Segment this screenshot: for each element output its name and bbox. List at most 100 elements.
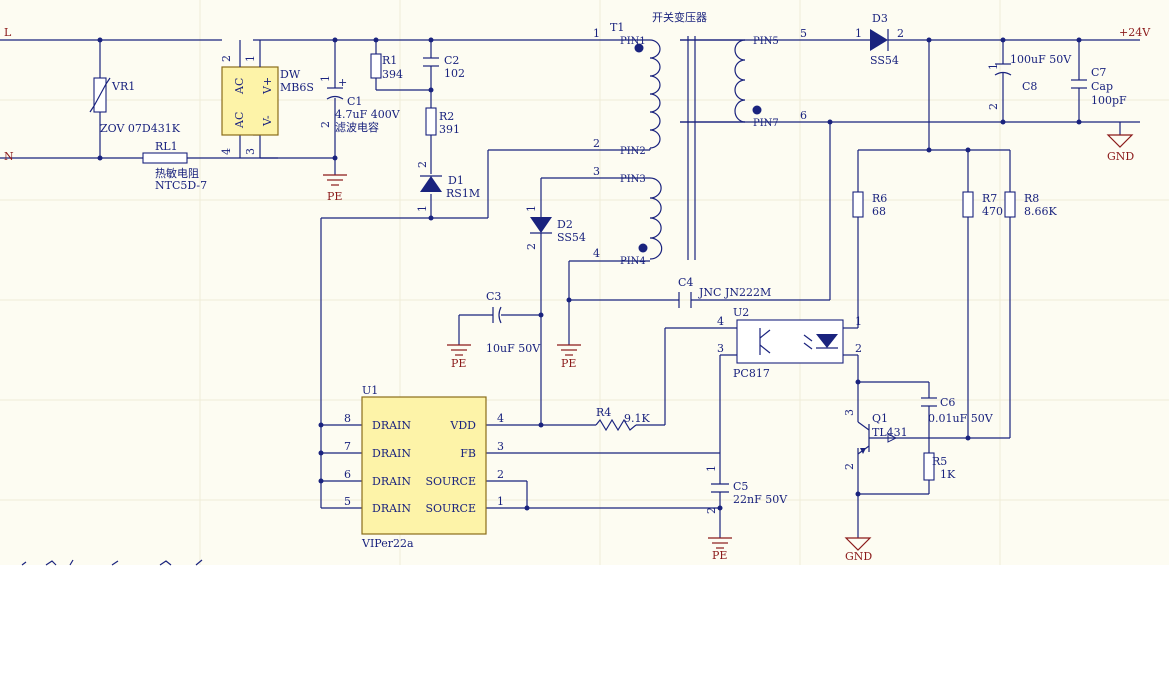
capacitor-c5[interactable]: 1 2 C5 22nF 50V [705,465,788,514]
u2-ref: U2 [733,306,749,319]
r2-value: 391 [439,123,460,136]
bridge-pin-3: 3 [244,148,257,155]
r6-ref: R6 [872,192,887,205]
bridge-ac1: AC [233,78,246,95]
r7-ref: R7 [982,192,997,205]
bridge-vplus: V+ [261,77,274,95]
t1-pin4: PIN4 [620,256,646,267]
resistor-r1[interactable]: R1 394 [370,53,403,81]
vr1-ref: VR1 [111,80,135,93]
net-label-24v: +24V [1119,26,1151,39]
diode-d1[interactable]: 2 1 D1 RS1M [416,161,480,212]
resistor-r5[interactable]: R5 1K [923,452,956,481]
capacitor-c8[interactable]: 1 2 100uF 50V C8 [987,53,1072,110]
bridge-pin-1: 1 [244,55,257,62]
t1-num-1: 1 [593,27,600,40]
d3-pin-2: 2 [897,27,904,40]
blank-area [0,565,1169,695]
t1-pin2: PIN2 [620,146,646,157]
resistor-r7[interactable]: R7 470 [962,191,1003,218]
c1-value: 4.7uF 400V [335,108,401,121]
u1-right-2: FB [460,447,476,460]
q1-part: TL431 [872,426,908,439]
u1-left-4: DRAIN [372,502,411,515]
r4-value: 9.1K [624,412,650,425]
d2-ref: D2 [557,218,573,231]
u1-lpin-3: 6 [344,468,351,481]
c1-pin-1: 1 [319,75,332,82]
ic-u1[interactable]: U1 VIPer22a DRAIN DRAIN DRAIN DRAIN VDD … [344,384,504,550]
r1-value: 394 [382,68,403,81]
u1-left-1: DRAIN [372,419,411,432]
t1-pin7: PIN7 [753,118,779,129]
c8-pin-2: 2 [987,103,1000,110]
bridge-ref: DW [280,68,301,81]
resistor-r4[interactable]: R4 9.1K [595,406,650,432]
varistor-vr1[interactable]: VR1 ZOV 07D431K [89,77,181,135]
bridge-rectifier-dw[interactable]: 2 1 4 3 AC AC V+ V- DW MB6S [220,40,314,155]
capacitor-c2[interactable]: C2 102 [423,54,465,80]
net-label-l: L [4,26,12,39]
capacitor-c6[interactable]: C6 0.01uF 50V [921,396,994,425]
d2-value: SS54 [557,231,586,244]
r6-value: 68 [872,205,886,218]
t1-pin1: PIN1 [620,36,646,47]
capacitor-c3[interactable]: C3 10uF 50V [486,290,541,355]
sheet-grid [0,0,1169,565]
thermistor-rl1[interactable]: RL1 热敏电阻 NTC5D-7 [142,140,207,192]
c1-pin-2: 2 [319,121,332,128]
c1-note: 滤波电容 [335,120,379,134]
rl1-name: 热敏电阻 [155,166,199,180]
capacitor-c1[interactable]: + 1 2 C1 4.7uF 400V 滤波电容 [319,75,401,134]
bridge-pin-2: 2 [220,55,233,62]
optocoupler-u2[interactable]: U2 PC817 4 3 1 2 [717,306,862,380]
r5-ref: R5 [932,455,947,468]
pe-ground-1: PE [323,174,347,203]
transformer-t1[interactable]: T1 开关变压器 PIN1 PIN2 PIN3 PIN4 PIN5 PIN7 1… [593,10,807,267]
net-label-n: N [4,150,14,163]
regulator-q1[interactable]: Q1 TL431 3 2 [843,409,908,470]
gnd-symbol-2: GND [844,537,872,563]
u1-left-3: DRAIN [372,475,411,488]
rl1-value: NTC5D-7 [155,179,207,192]
gnd-label-2: GND [845,550,872,563]
t1-title: 开关变压器 [652,10,707,24]
d1-pin-2: 2 [416,161,429,168]
resistor-r8[interactable]: R8 8.66K [1004,191,1057,218]
clipped-text-fragment [21,559,203,566]
t1-num-4: 4 [593,247,600,260]
schematic-canvas [0,0,1169,565]
gnd-symbol-1: GND [1106,134,1134,163]
u2-part: PC817 [733,367,770,380]
capacitor-c7[interactable]: C7 Cap 100pF [1071,66,1127,107]
c2-value: 102 [444,67,465,80]
diode-d2[interactable]: 1 2 D2 SS54 [525,205,586,250]
bridge-value: MB6S [280,81,314,94]
bridge-ac2: AC [233,112,246,129]
vr1-value: ZOV 07D431K [100,122,181,135]
bridge-pin-4: 4 [220,148,233,155]
r7-value: 470 [982,205,1003,218]
resistor-r2[interactable]: R2 391 [425,107,460,136]
pe-ground-2: PE [447,344,471,370]
t1-num-6: 6 [800,109,807,122]
c1-ref: C1 [347,95,362,108]
r1-ref: R1 [382,54,397,67]
u1-part: VIPer22a [361,537,414,550]
c8-value: 100uF 50V [1010,53,1072,66]
pe-label-2: PE [451,357,466,370]
u2-pin-2: 2 [855,342,862,355]
resistor-r6[interactable]: R6 68 [852,191,887,218]
r2-ref: R2 [439,110,454,123]
u1-right-1: VDD [449,419,476,432]
diode-d3[interactable]: D3 1 2 SS54 [855,12,904,67]
q1-ref: Q1 [872,412,888,425]
rl1-ref: RL1 [155,140,178,153]
d1-value: RS1M [446,187,480,200]
c7-ref: C7 [1091,66,1106,79]
u1-right-4: SOURCE [425,502,476,515]
pe-label-4: PE [712,549,727,562]
d3-ref: D3 [872,12,888,25]
capacitor-c4[interactable]: C4 JNC JN222M [678,276,771,308]
c7-value: Cap [1091,80,1113,93]
